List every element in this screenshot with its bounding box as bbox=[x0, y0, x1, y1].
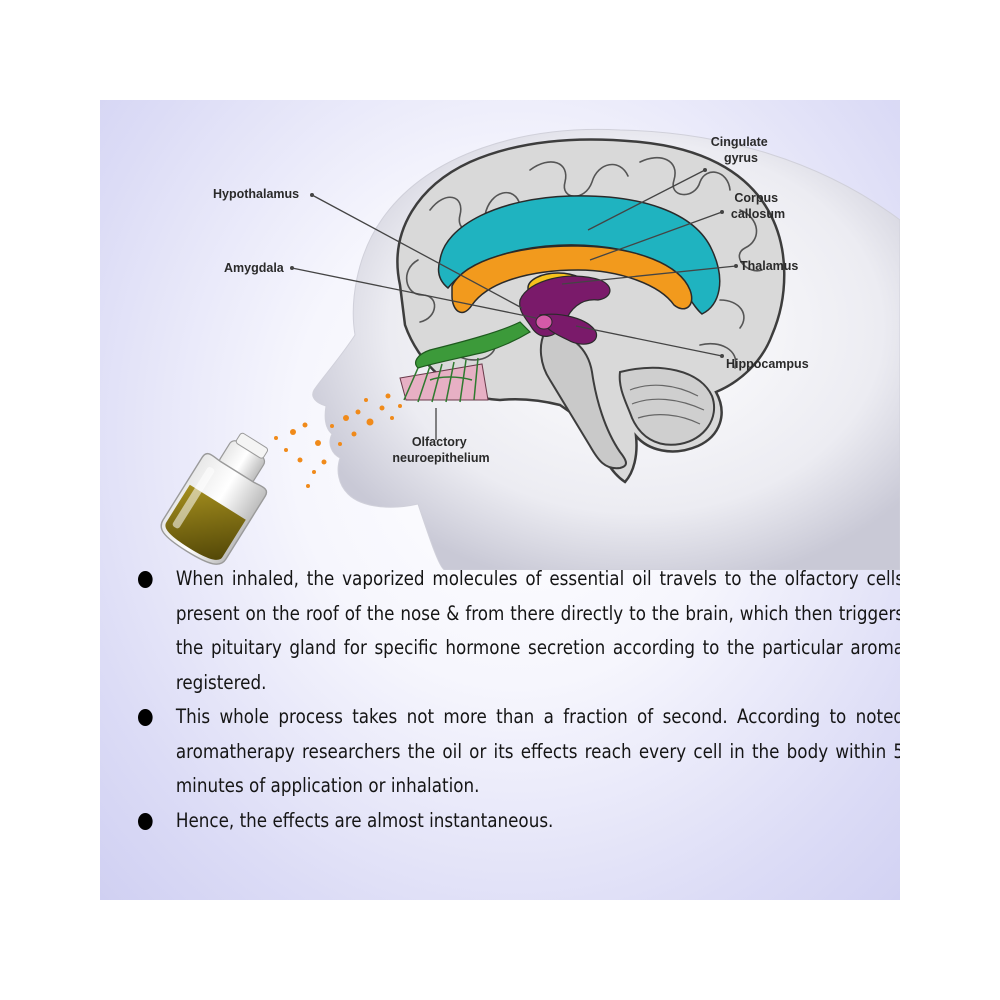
aroma-particles bbox=[274, 393, 402, 488]
bullet-dot-icon bbox=[138, 812, 153, 830]
label-amygdala: Amygdala bbox=[224, 261, 285, 275]
bullet-dot-icon bbox=[138, 709, 153, 726]
label-thalamus: Thalamus bbox=[740, 259, 798, 273]
infographic-panel: Cingulate gyrus Corpus callosum Thalamus… bbox=[100, 100, 900, 900]
brain-diagram: Cingulate gyrus Corpus callosum Thalamus… bbox=[160, 128, 900, 570]
cerebellum bbox=[618, 366, 715, 446]
olfactory-neurons bbox=[403, 357, 479, 403]
brainstem bbox=[539, 330, 627, 470]
corpus-callosum-region bbox=[451, 245, 693, 314]
bullet-text: Hence, the effects are almost instantane… bbox=[175, 808, 554, 832]
label-corpus-callosum: Corpus callosum bbox=[731, 191, 785, 221]
bullet-text: When inhaled, the vaporized molecules of… bbox=[175, 567, 900, 694]
bullet-item: This whole process takes not more than a… bbox=[138, 700, 900, 804]
bullet-text: This whole process takes not more than a… bbox=[175, 705, 900, 797]
label-hypothalamus: Hypothalamus bbox=[213, 187, 299, 201]
label-cingulate-gyrus: Cingulate gyrus bbox=[711, 135, 771, 165]
bullet-dot-icon bbox=[138, 571, 153, 588]
leader-lines bbox=[291, 169, 737, 440]
amygdala-region bbox=[535, 314, 553, 330]
label-olfactory-neuroepithelium: Olfactory neuroepithelium bbox=[392, 435, 489, 465]
hippocampus-region bbox=[539, 313, 598, 345]
bullet-item: When inhaled, the vaporized molecules of… bbox=[138, 562, 900, 700]
bullet-list: When inhaled, the vaporized molecules of… bbox=[138, 562, 900, 838]
essential-oil-bottle bbox=[160, 432, 269, 565]
label-hippocampus: Hippocampus bbox=[726, 357, 809, 371]
bullet-item: Hence, the effects are almost instantane… bbox=[138, 804, 900, 839]
